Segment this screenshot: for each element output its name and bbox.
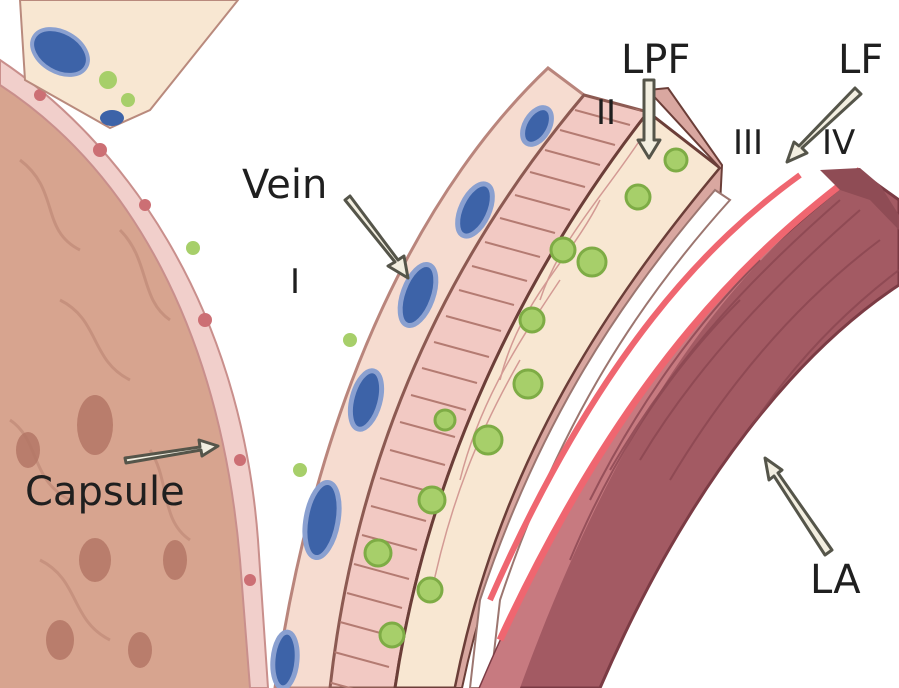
- layer-iv-label: IV: [822, 126, 855, 160]
- layer-ii-label: II: [596, 96, 616, 130]
- lf-label: LF: [838, 40, 883, 80]
- lpf-label: LPF: [621, 40, 690, 80]
- vein-label: Vein: [242, 165, 327, 205]
- vein-arrow: [345, 196, 408, 278]
- la-arrow: [765, 458, 832, 555]
- capsule-label: Capsule: [25, 472, 185, 512]
- la-label: LA: [810, 560, 861, 600]
- layer-iii-label: III: [733, 126, 763, 160]
- layer-i-label: I: [290, 265, 300, 299]
